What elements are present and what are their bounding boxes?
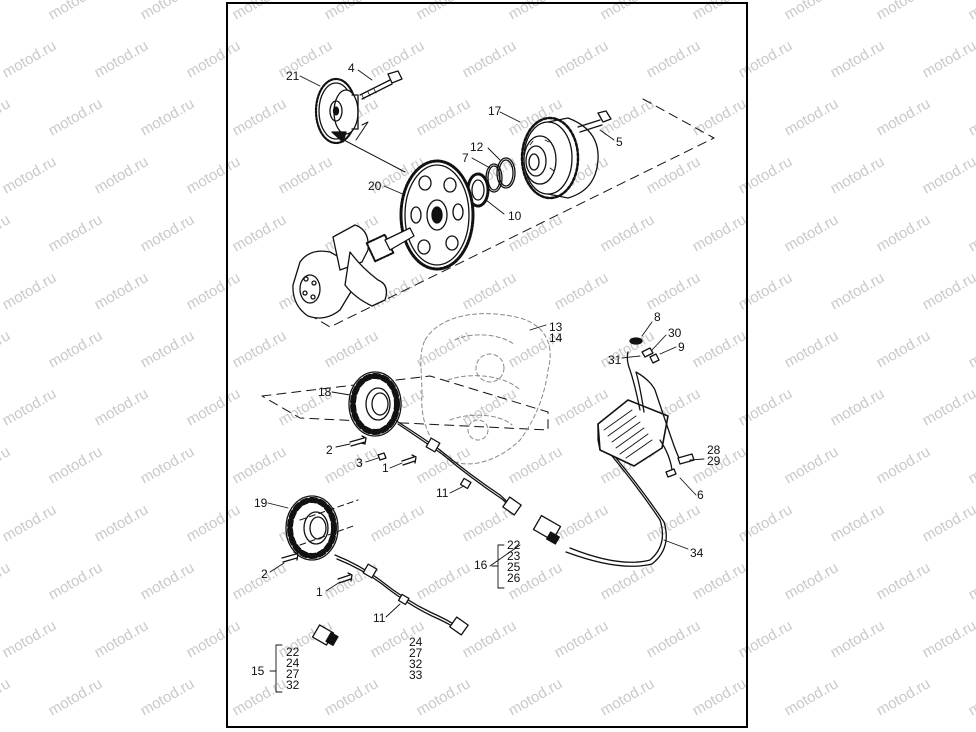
- group-15-item: 27: [286, 667, 300, 681]
- stator-18-harness: [394, 419, 522, 516]
- stator-19-dashed-guides: [299, 499, 359, 546]
- drive-gear-21: [314, 77, 359, 145]
- group-mid-numbers: 24 27 32 33: [409, 635, 423, 682]
- connector-28-29: [665, 453, 695, 478]
- group-mid-item: 27: [409, 646, 423, 660]
- group-mid-item: 32: [409, 657, 423, 671]
- connector-15: [311, 624, 339, 646]
- label-16: 16: [474, 558, 488, 572]
- group-16-item: 23: [507, 549, 521, 563]
- label-18: 18: [318, 385, 332, 399]
- leader-lines: [267, 69, 705, 693]
- group-16-item: 22: [507, 538, 521, 552]
- rotor-17: [520, 116, 599, 200]
- label-13: 13: [549, 320, 563, 334]
- label-6: 6: [697, 488, 704, 502]
- voltage-regulator: [597, 399, 669, 467]
- group-15-item: 22: [286, 645, 300, 659]
- screws-lower: [281, 551, 353, 584]
- label-20: 20: [368, 179, 382, 193]
- label-1-lower: 1: [316, 585, 323, 599]
- connector-top: [629, 337, 660, 364]
- label-28: 28: [707, 443, 721, 457]
- label-11-upper: 11: [436, 486, 449, 500]
- label-4: 4: [348, 61, 355, 75]
- rings-7-12: [485, 157, 516, 193]
- crankshaft: [292, 224, 415, 319]
- diagram-frame: [226, 2, 748, 728]
- label-15: 15: [251, 664, 265, 678]
- label-2-lower: 2: [261, 567, 268, 581]
- label-12: 12: [470, 140, 484, 154]
- label-17: 17: [488, 104, 502, 118]
- group-mid-item: 33: [409, 668, 423, 682]
- group-15-numbers: 22 24 27 32: [286, 645, 300, 692]
- label-7: 7: [462, 151, 469, 165]
- label-14: 14: [549, 331, 563, 345]
- label-34: 34: [690, 546, 704, 560]
- regulator-wires: [565, 351, 681, 567]
- label-8: 8: [654, 310, 661, 324]
- assembly-arrow: [339, 137, 406, 173]
- large-gear-20: [399, 159, 475, 271]
- stator-19-harness: [334, 554, 469, 636]
- stator-19: [285, 495, 339, 561]
- group-16-numbers: 22 23 25 26: [507, 538, 521, 585]
- crankcase-outline: [420, 313, 551, 465]
- label-19: 19: [254, 496, 268, 510]
- bolt-5: [577, 110, 612, 133]
- group-mid-item: 24: [409, 635, 423, 649]
- screws-upper: [349, 435, 417, 466]
- label-5: 5: [616, 135, 623, 149]
- label-21: 21: [286, 69, 300, 83]
- label-29: 29: [707, 454, 721, 468]
- label-2-upper: 2: [326, 443, 333, 457]
- label-10: 10: [508, 209, 522, 223]
- middle-group-dashed-outline: [261, 375, 549, 431]
- label-11-lower: 11: [373, 611, 386, 625]
- bolt-4: [359, 70, 403, 100]
- group-16-item: 25: [507, 560, 521, 574]
- connector-16: [532, 514, 562, 545]
- label-3: 3: [356, 456, 363, 470]
- group-15-item: 24: [286, 656, 300, 670]
- label-30: 30: [668, 326, 682, 340]
- label-1-upper: 1: [382, 461, 389, 475]
- group-15-item: 32: [286, 678, 300, 692]
- label-31: 31: [608, 353, 622, 367]
- stator-18: [348, 371, 402, 437]
- group-16-item: 26: [507, 571, 521, 585]
- label-9: 9: [678, 340, 685, 354]
